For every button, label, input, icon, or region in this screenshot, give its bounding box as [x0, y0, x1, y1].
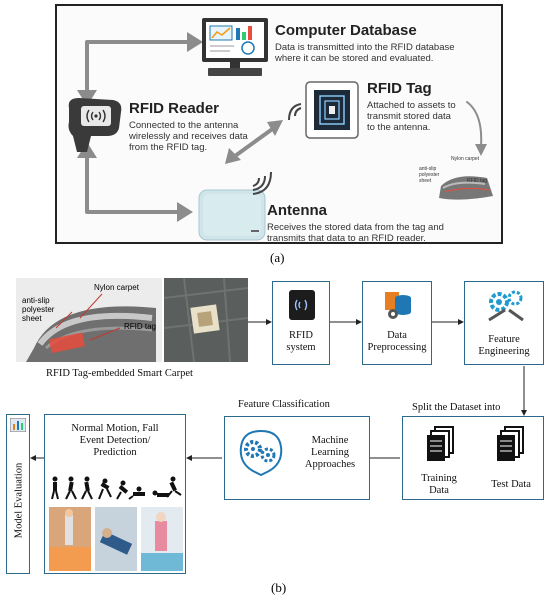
carpet-label-tag: RFID tag — [124, 322, 157, 331]
model-evaluation-label: Model Evaluation — [13, 462, 25, 539]
split-dataset-box: Training Data Test Data — [402, 416, 544, 500]
split-dataset-label: Split the Dataset into — [412, 402, 501, 413]
feature-classification-label: Feature Classification — [238, 399, 330, 410]
training-data-label: Training Data — [421, 473, 457, 496]
computer-database-desc: Data is transmitted into the RFID databa… — [275, 42, 455, 64]
carpet-mini-antislip: anti-slip polyester sheet — [419, 166, 440, 184]
carpet-photo-image — [164, 278, 248, 362]
rfid-system-box: RFID system — [272, 281, 330, 365]
arrow-computer-reader — [85, 40, 189, 94]
rfid-reader-icon — [68, 98, 122, 152]
panel-b-arrows — [30, 319, 527, 461]
smart-carpet-caption: RFID Tag-embedded Smart Carpet — [46, 368, 193, 379]
computer-database-title: Computer Database — [275, 22, 417, 39]
machine-learning-label: Machine Learning Approaches — [304, 435, 356, 470]
antenna-desc: Receives the stored data from the tag an… — [267, 222, 444, 244]
motion-figures-icon — [51, 476, 182, 500]
signal-waves-icon — [252, 171, 272, 195]
test-data-label: Test Data — [491, 479, 531, 490]
rfid-reader-desc: Connected to the antenna wirelessly and … — [129, 120, 248, 153]
carpet-label-nylon: Nylon carpet — [94, 283, 139, 292]
caption-b: (b) — [271, 580, 287, 595]
carpet-mini-image — [439, 176, 493, 200]
rfid-tag-desc: Attached to assets to transmit stored da… — [367, 100, 456, 133]
caption-a: (a) — [270, 250, 285, 265]
evaluation-chart-icon — [10, 418, 26, 432]
rfid-system-label: RFID system — [286, 330, 316, 353]
carpet-mini-tag: RFID tag — [467, 178, 488, 184]
outcome-box: Normal Motion, Fall Event Detection/ Pre… — [44, 414, 186, 574]
computer-monitor-icon — [202, 18, 268, 76]
arrow-tag-carpet — [466, 101, 483, 147]
feature-engineering-box: Feature Engineering — [464, 281, 544, 365]
rfid-tag-icon — [305, 81, 359, 139]
antenna-icon — [198, 189, 266, 241]
antenna-title: Antenna — [267, 202, 327, 219]
signal-waves-tag-icon — [288, 103, 302, 121]
ml-brain-gears-icon — [239, 429, 283, 477]
training-docs-icon — [427, 426, 454, 461]
arrow-reader-antenna — [85, 154, 179, 214]
data-preprocessing-label: Data Preprocessing — [367, 330, 427, 353]
carpet-closeup-image — [16, 278, 162, 362]
rfid-card-icon — [289, 290, 315, 320]
panel-a-frame: Computer Database Data is transmitted in… — [55, 4, 503, 244]
panel-a-arrows — [77, 32, 487, 222]
feature-engineering-label: Feature Engineering — [478, 334, 530, 357]
outcome-label: Normal Motion, Fall Event Detection/ Pre… — [71, 423, 159, 458]
rfid-reader-title: RFID Reader — [129, 100, 220, 117]
fall-photos-image — [49, 507, 183, 571]
carpet-mini-nylon: Nylon carpet — [451, 156, 480, 162]
carpet-label-antislip: anti-slip polyester sheet — [22, 296, 55, 323]
test-docs-icon — [497, 426, 524, 461]
preprocessing-icon — [385, 292, 411, 319]
rfid-tag-title: RFID Tag — [367, 80, 432, 97]
arrow-antenna-tag — [233, 128, 273, 158]
model-evaluation-box: Model Evaluation — [6, 414, 30, 574]
machine-learning-box: Machine Learning Approaches — [224, 416, 370, 500]
data-preprocessing-box: Data Preprocessing — [362, 281, 432, 365]
gears-tools-icon — [488, 290, 524, 322]
